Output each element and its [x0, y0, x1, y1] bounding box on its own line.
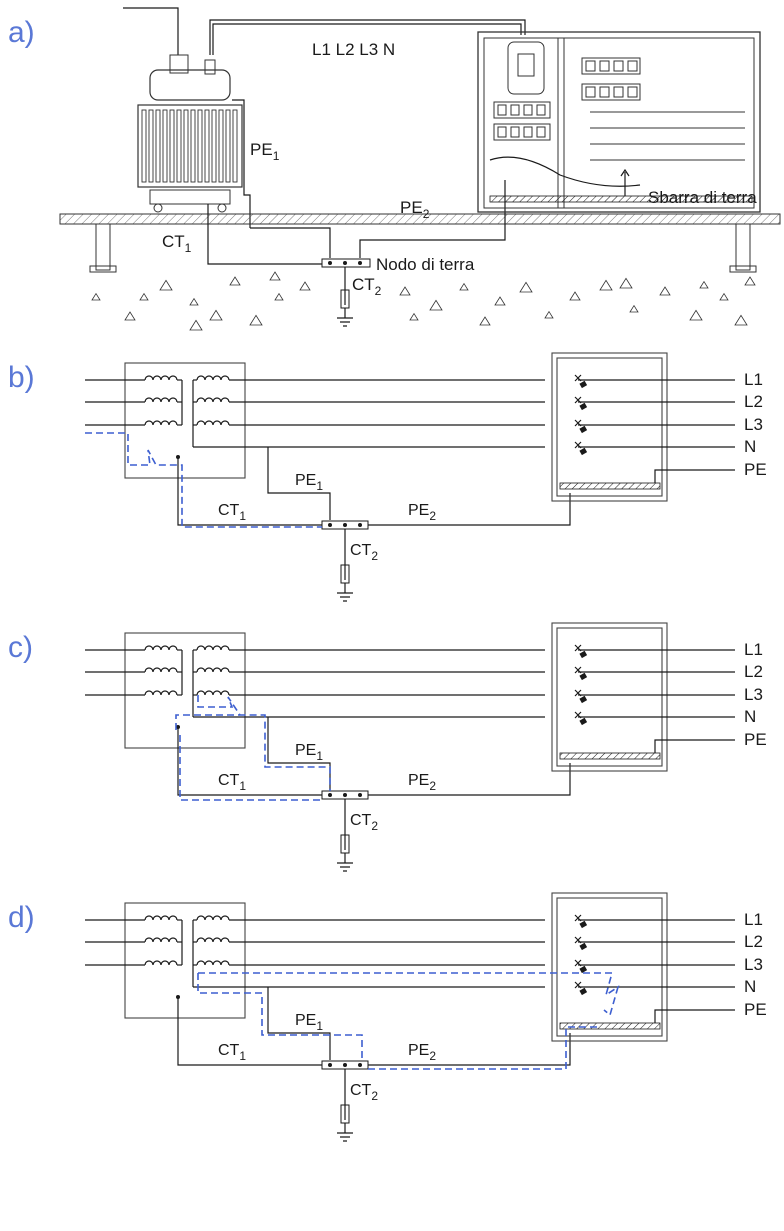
ct2-label: CT2	[350, 542, 378, 563]
pe2-label: PE2	[408, 502, 436, 523]
transformer-box	[124, 362, 246, 479]
fault-path	[179, 735, 322, 801]
ct1-label: CT1	[218, 1042, 246, 1063]
output-l3-label: L3	[744, 685, 763, 704]
pe2-label: PE2	[408, 1042, 436, 1063]
output-l2-label: L2	[744, 392, 763, 411]
panel-a-pe2-label: PE2	[400, 198, 430, 221]
ct2-label: CT2	[350, 1082, 378, 1103]
output-l1-label: L1	[744, 370, 763, 389]
output-pe-label: PE	[744, 460, 767, 479]
earth-bar	[559, 482, 661, 490]
panel-b-label: b)	[8, 361, 35, 394]
output-l3-label: L3	[744, 415, 763, 434]
pe1-label: PE1	[295, 742, 323, 763]
transformer	[137, 54, 243, 213]
earth-bar	[559, 752, 661, 760]
ct1-label: CT1	[218, 502, 246, 523]
pe1-label: PE1	[295, 1012, 323, 1033]
fault-path	[85, 432, 322, 528]
cabinet	[551, 622, 668, 772]
panel-a-pe1-label: PE1	[250, 140, 280, 163]
cabinet	[551, 892, 668, 1042]
panel-a: a) L1 L2 L3 N PE1	[8, 7, 781, 331]
output-n-label: N	[744, 977, 756, 996]
panel-a-node-label: Nodo di terra	[376, 255, 475, 274]
output-l1-label: L1	[744, 910, 763, 929]
ct2-label: CT2	[350, 812, 378, 833]
panel-a-lines-label: L1 L2 L3 N	[312, 40, 395, 59]
switchgear-cabinet	[477, 31, 761, 213]
floor-slab	[59, 213, 781, 273]
output-l3-label: L3	[744, 955, 763, 974]
transformer-box	[124, 632, 246, 749]
output-n-label: N	[744, 437, 756, 456]
earth-bar	[559, 1022, 661, 1030]
fault-path	[198, 972, 620, 1017]
output-pe-label: PE	[744, 730, 767, 749]
output-n-label: N	[744, 707, 756, 726]
output-pe-label: PE	[744, 1000, 767, 1019]
panel-a-label: a)	[8, 16, 35, 49]
pe2-label: PE2	[408, 772, 436, 793]
ground-gravel	[91, 271, 756, 331]
earth-node	[321, 258, 371, 268]
panel-a-ct2-label: CT2	[352, 275, 382, 298]
output-l2-label: L2	[744, 932, 763, 951]
output-l1-label: L1	[744, 640, 763, 659]
pe1-label: PE1	[295, 472, 323, 493]
output-l2-label: L2	[744, 662, 763, 681]
cabinet	[551, 352, 668, 502]
panel-d-label: d)	[8, 901, 35, 934]
ct1-label: CT1	[218, 772, 246, 793]
transformer-box	[124, 902, 246, 1019]
panel-a-bus-label: Sbarra di terra	[648, 188, 757, 207]
panel-c-label: c)	[8, 631, 33, 664]
panel-a-ct1-label: CT1	[162, 232, 192, 255]
